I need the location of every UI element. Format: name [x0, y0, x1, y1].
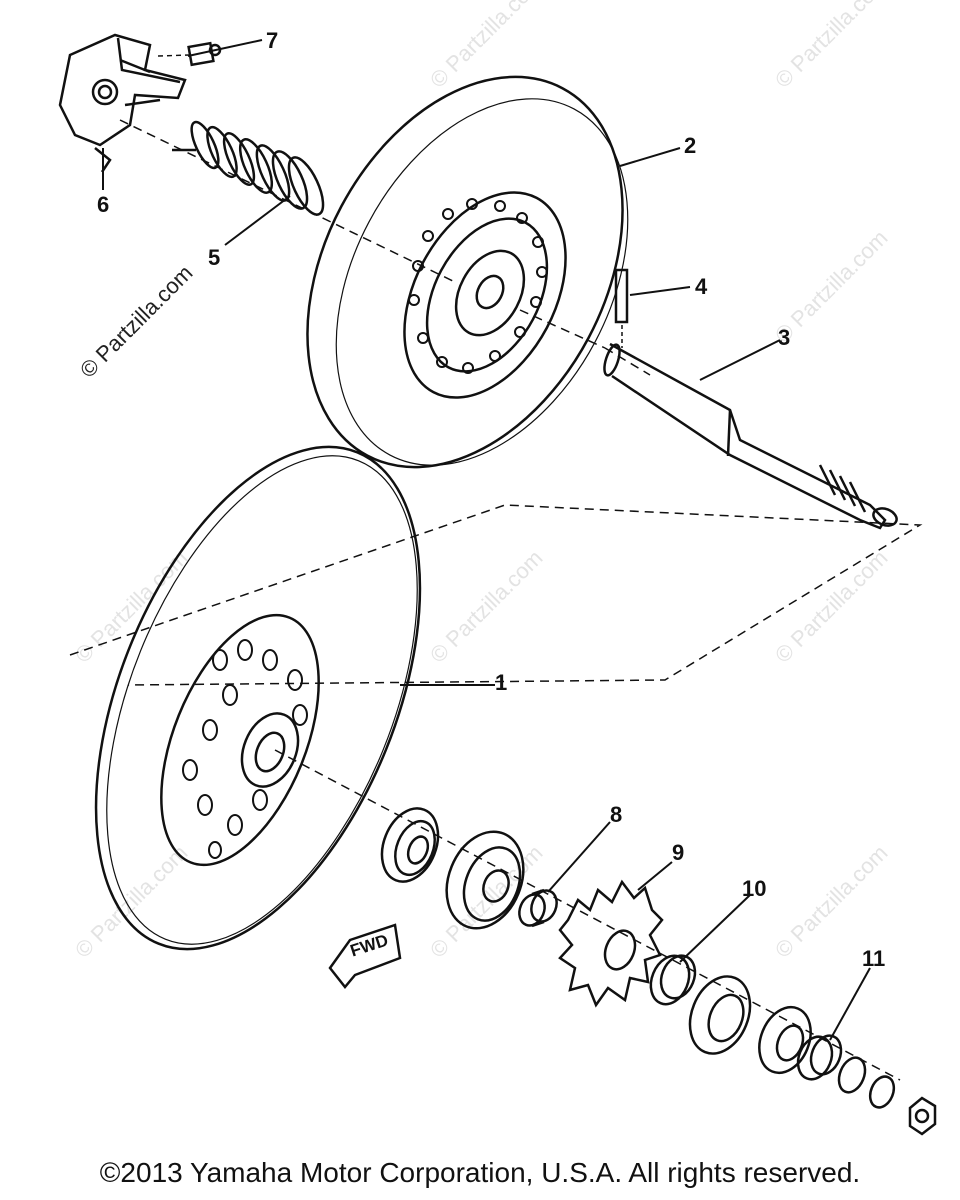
part-7-fitting [157, 41, 222, 67]
part-2-sheave [306, 75, 629, 469]
leader-lines [102, 39, 871, 1041]
callout-1: 1 [495, 670, 508, 695]
part-10-ring [649, 954, 697, 1006]
part-6-bracket [58, 33, 187, 173]
part-5-spring [172, 120, 325, 216]
nut [908, 1096, 937, 1136]
part-2-bolt-holes [408, 198, 548, 374]
part-1-sheave [94, 445, 422, 951]
part-1-holes [182, 639, 308, 859]
washers [837, 1056, 896, 1109]
callout-2: 2 [684, 133, 697, 158]
part-3-shaft [603, 342, 898, 530]
assembly-dashed-lines [69, 119, 923, 1081]
part-11-collar [796, 1034, 843, 1081]
callout-3: 3 [778, 325, 791, 350]
callout-8: 8 [610, 802, 623, 827]
callout-10: 10 [742, 876, 767, 901]
callout-6: 6 [97, 192, 110, 217]
part-9-sprocket [558, 879, 664, 1008]
fwd-arrow [328, 923, 402, 989]
callout-4: 4 [695, 274, 708, 299]
bearing-center [445, 830, 525, 930]
bearing-left [380, 807, 440, 883]
part-8-bushing [518, 888, 558, 928]
part-4-pin [614, 268, 629, 348]
bearing-right [688, 975, 812, 1075]
callout-9: 9 [672, 840, 685, 865]
callout-5: 5 [208, 245, 221, 270]
copyright-notice: ©2013 Yamaha Motor Corporation, U.S.A. A… [99, 1157, 861, 1188]
callout-11: 11 [862, 946, 886, 971]
callout-7: 7 [266, 28, 279, 53]
